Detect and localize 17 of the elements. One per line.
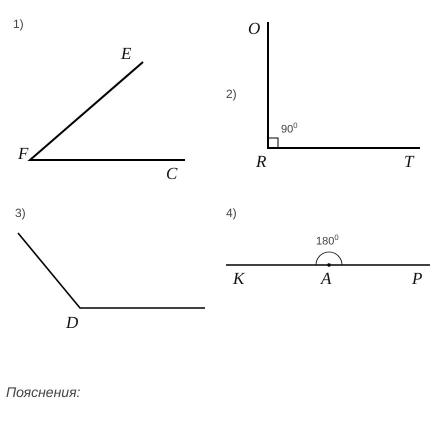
point-label: R: [256, 153, 266, 170]
point-label: A: [321, 270, 332, 287]
point-label: K: [233, 270, 244, 287]
figure-number: 4): [226, 207, 237, 219]
figure-number: 1): [13, 18, 24, 30]
point-label: O: [248, 20, 260, 37]
figure-number: 3): [15, 207, 26, 219]
point-label: F: [18, 145, 28, 162]
point-label: P: [412, 270, 422, 287]
point-label: D: [66, 314, 78, 331]
point-label: E: [121, 45, 132, 62]
note-text: Пояснения:: [6, 385, 80, 399]
point-label: C: [166, 165, 178, 182]
point-label: T: [404, 153, 414, 170]
angle-measure: 90$^{0}$: [281, 122, 298, 136]
figure-number: 2): [226, 88, 237, 100]
angle-measure: 180$^{0}$: [316, 234, 339, 248]
